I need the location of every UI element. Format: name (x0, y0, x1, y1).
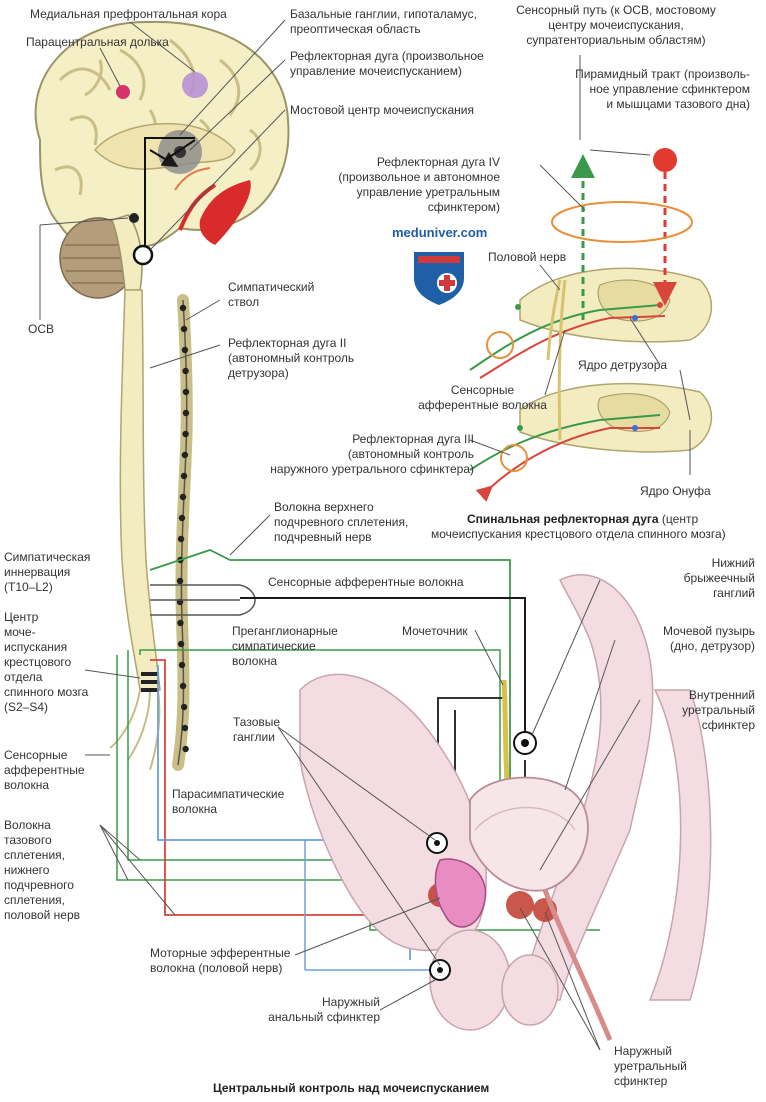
label-bladder: Мочевой пузырь(дно, детрузор) (663, 624, 755, 653)
label-osv: ОСВ (28, 322, 55, 336)
label-pudendal-nerve: Половой нерв (488, 250, 567, 264)
chain-ganglion (178, 661, 186, 669)
arc3-ring (500, 444, 528, 472)
caption-central-control: Центральный контроль над мочеиспусканием (213, 1081, 490, 1095)
chain-ganglion (181, 451, 189, 459)
chain-ganglion (179, 304, 187, 312)
shield-cross-icon (414, 252, 464, 305)
chain-ganglion (182, 745, 189, 753)
chain-ganglion (176, 577, 184, 585)
osv-dot (129, 213, 139, 223)
spinal-cord (109, 289, 161, 771)
label-arc-2: Рефлекторная дуга II(автономный контроль… (228, 336, 355, 380)
chain-ganglion (180, 703, 188, 711)
chain-ganglion (177, 619, 184, 627)
label-ureter: Мочеточник (402, 624, 468, 638)
spinal-reflex-inset (469, 148, 713, 502)
brain (34, 20, 290, 299)
arc4-small-ring (486, 331, 514, 359)
label-pontine-center: Мостовой центр мочеиспускания (290, 103, 475, 117)
chain-ganglion (181, 346, 189, 354)
leader-lines (39, 19, 691, 1051)
label-paracentral: Парацентральная долька (26, 35, 169, 49)
sympathetic-ganglia (176, 304, 190, 753)
caption-spinal-reflex: Спинальная рефлекторная дуга (центр моче… (431, 512, 726, 541)
label-basal-ganglia: Базальные ганглии, гипоталамус,преоптиче… (290, 7, 477, 36)
chain-ganglion (177, 535, 185, 543)
chain-ganglion (180, 325, 188, 333)
chain-ganglion (182, 367, 189, 375)
chain-ganglion (177, 640, 185, 648)
chain-ganglion (178, 514, 186, 522)
label-pyramidal-tract: Пирамидный тракт (произволь-ное управлен… (575, 67, 750, 111)
pelvis (299, 574, 712, 1041)
brand-watermark: meduniver.com (392, 225, 488, 240)
chain-ganglion (181, 724, 189, 732)
label-sensory-afferent-mid: Сенсорные афферентные волокна (268, 575, 464, 589)
chain-ganglion (182, 409, 190, 417)
chain-ganglion (179, 493, 187, 501)
arc4-ring (551, 201, 693, 243)
prefrontal-dot (182, 72, 208, 98)
label-arc-4: Рефлекторная дуга IV(произвольное и авто… (338, 155, 500, 214)
bladder-shape (469, 776, 589, 892)
chain-ganglion (182, 388, 190, 396)
chain-ganglion (182, 430, 189, 438)
pontine-center-ring (132, 244, 154, 266)
label-detrusor-nucleus: Ядро детрузора (578, 358, 668, 372)
chain-ganglion (180, 472, 188, 480)
label-onuf-nucleus: Ядро Онуфа (640, 484, 711, 498)
sympathetic-chain (172, 294, 193, 771)
chain-ganglion (179, 682, 187, 690)
paracentral-dot (116, 85, 130, 99)
label-medial-prefrontal: Медиальная префронтальная кора (30, 7, 227, 21)
label-arc-3: Рефлекторная дуга III(автономный контрол… (270, 432, 474, 476)
